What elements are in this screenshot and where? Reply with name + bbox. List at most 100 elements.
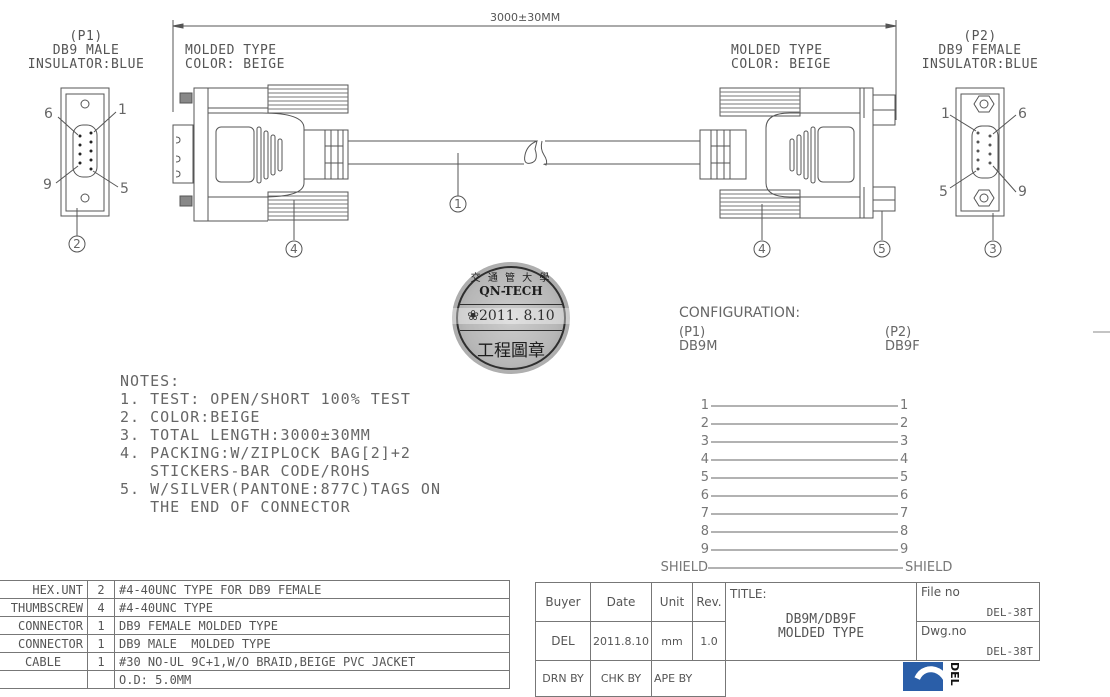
table-row: O.D: 5.0MM [0, 670, 510, 689]
title-line-1: DB9M/DB9F [785, 612, 857, 627]
config-to-pin: 8 [900, 524, 909, 539]
stamp-top-text: 交 通 管 大 學 [470, 273, 552, 284]
right-color: COLOR: BEIGE [731, 57, 831, 72]
dwg-no-label: Dwg.no [921, 624, 967, 638]
config-from-pin: 5 [700, 470, 709, 485]
p2-header: (P2) DB9 FEMALE INSULATOR:BLUE [905, 30, 1055, 72]
table-row: CONNECTOR 1 DB9 FEMALE MOLDED TYPE [0, 616, 510, 635]
config-to-pin: 3 [900, 434, 909, 449]
config-to-pin: 2 [900, 416, 909, 431]
bom-desc: #4-40UNC TYPE FOR DB9 FEMALE [114, 580, 510, 599]
config-to-pin: 5 [900, 470, 909, 485]
table-row: CONNECTOR 1 DB9 MALE MOLDED TYPE [0, 634, 510, 653]
drn-by-label: DRN BY [535, 660, 591, 697]
bom-qty: 1 [87, 616, 115, 635]
stamp-divider [460, 330, 562, 331]
date-label: Date [590, 582, 652, 622]
bom-part: CONNECTOR [0, 634, 88, 653]
p2-pin-label: 9 [1018, 184, 1027, 200]
file-no-label: File no [921, 585, 960, 599]
chk-by-label: CHK BY [590, 660, 652, 697]
note-item: THE END OF CONNECTOR [120, 498, 351, 516]
cable-body [348, 140, 700, 213]
bom-qty [87, 670, 115, 689]
title-line-2: MOLDED TYPE [777, 626, 865, 641]
note-item: 1. TEST: OPEN/SHORT 100% TEST [120, 390, 411, 408]
config-p2-name: DB9F [885, 339, 920, 354]
bom-qty: 2 [87, 580, 115, 599]
bom-desc: O.D: 5.0MM [114, 670, 510, 689]
p1-insulator: INSULATOR:BLUE [27, 57, 145, 72]
rev-value: 1.0 [692, 621, 726, 661]
p1-molded-connector [172, 84, 349, 258]
left-molded-type: MOLDED TYPE [185, 43, 277, 58]
table-row: THUMBSCREW 4 #4-40UNC TYPE [0, 598, 510, 617]
left-color: COLOR: BEIGE [185, 57, 285, 72]
config-from-pin: 7 [700, 506, 709, 521]
bom-qty: 1 [87, 634, 115, 653]
note-item: 3. TOTAL LENGTH:3000±30MM [120, 426, 371, 444]
balloon-4-right: 4 [758, 242, 766, 256]
config-to-pin: 7 [900, 506, 909, 521]
config-from-pin: 9 [700, 542, 709, 557]
config-p1-name: DB9M [679, 339, 718, 354]
overall-length-label: 3000±30MM [490, 11, 561, 24]
bom-desc: #30 NO-UL 9C+1,W/O BRAID,BEIGE PVC JACKE… [114, 652, 510, 671]
config-from-pin: SHIELD [660, 560, 708, 575]
bom-part: CABLE [0, 652, 88, 671]
buyer-label: Buyer [535, 582, 591, 622]
config-from-pin: 4 [700, 452, 709, 467]
right-molded-type: MOLDED TYPE [731, 43, 823, 58]
config-p2-header: (P2) DB9F [885, 326, 920, 354]
config-from-pin: 8 [700, 524, 709, 539]
file-no-cell: File no DEL-38T [916, 582, 1040, 622]
approval-stamp: 交 通 管 大 學 QN-TECH ❀2011. 8.10 工程圖章 [452, 262, 570, 374]
config-from-pin: 1 [700, 398, 709, 413]
config-from-pin: 6 [700, 488, 709, 503]
stamp-bottom-text: 工程圖章 [477, 341, 545, 361]
bom-desc: DB9 MALE MOLDED TYPE [114, 634, 510, 653]
p1-pin-label: 5 [120, 181, 129, 197]
config-to-pin: SHIELD [905, 560, 953, 575]
drawing-title: DB9M/DB9F MOLDED TYPE [726, 613, 916, 641]
logo-text: DEL [948, 662, 961, 686]
logo-s-mark [906, 662, 943, 691]
p2-pin-label: 1 [941, 106, 950, 122]
balloon-5: 5 [878, 242, 886, 256]
p2-pin-label: 6 [1018, 106, 1027, 122]
config-from-pin: 3 [700, 434, 709, 449]
balloon-2: 2 [73, 237, 81, 251]
balloon-4-left: 4 [290, 242, 298, 256]
balloon-3: 3 [989, 242, 997, 256]
right-molding-note: MOLDED TYPE COLOR: BEIGE [731, 44, 831, 72]
config-to-pin: 6 [900, 488, 909, 503]
p1-pin-label: 1 [118, 102, 127, 118]
p2-ref: (P2) [963, 29, 997, 44]
notes-block: NOTES: 1. TEST: OPEN/SHORT 100% TEST 2. … [120, 372, 441, 516]
p2-pin-label: 5 [939, 184, 948, 200]
bill-of-materials: HEX.UNT 2 #4-40UNC TYPE FOR DB9 FEMALE T… [0, 580, 510, 689]
p2-name: DB9 FEMALE [938, 43, 1022, 58]
buyer-value: DEL [535, 621, 591, 661]
unit-value: mm [651, 621, 693, 661]
p1-header: (P1) DB9 MALE INSULATOR:BLUE [0, 30, 172, 72]
p1-pin-label: 6 [44, 106, 53, 122]
config-to-pin: 1 [900, 398, 909, 413]
p1-name: DB9 MALE [52, 43, 120, 58]
config-from-pin: 2 [700, 416, 709, 431]
notes-title: NOTES: [120, 372, 181, 390]
stamp-company: QN-TECH [479, 284, 543, 298]
config-p1-ref: (P1) [679, 325, 706, 340]
rev-label: Rev. [692, 582, 726, 622]
title-block: Buyer Date Unit Rev. TITLE: DB9M/DB9F MO… [535, 582, 1040, 697]
config-to-pin: 4 [900, 452, 909, 467]
title-cell: TITLE: DB9M/DB9F MOLDED TYPE [725, 582, 917, 661]
file-no-value: DEL-38T [986, 606, 1033, 619]
bom-part: HEX.UNT [0, 580, 88, 599]
p2-molded-connector [699, 87, 896, 258]
p1-pin-label: 9 [43, 177, 52, 193]
config-p2-ref: (P2) [885, 325, 912, 340]
configuration-title: CONFIGURATION: [679, 305, 801, 321]
bom-desc: #4-40UNC TYPE [114, 598, 510, 617]
